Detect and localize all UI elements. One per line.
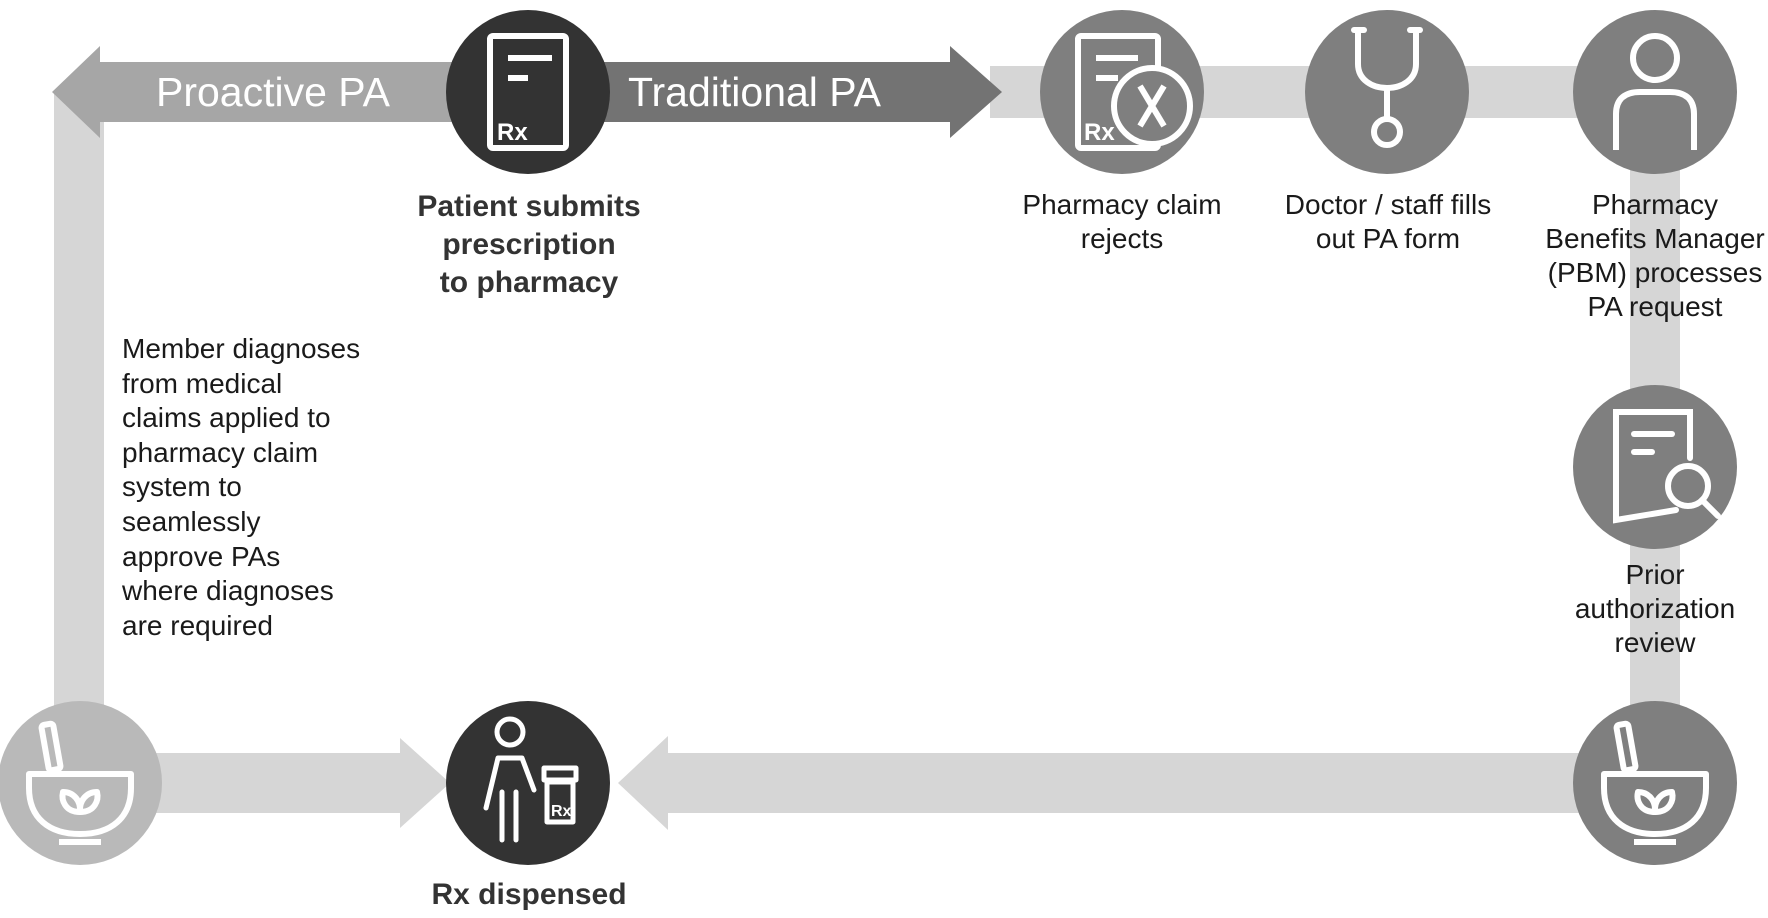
prescription-icon [487,33,569,151]
note-line: claims applied to [122,402,331,434]
rx-dispensed-node: Rx [446,701,610,865]
doctor-fills-label: Doctor / staff fills out PA form [1268,188,1508,256]
label-line: Prior [1625,559,1685,590]
label-line: to pharmacy [439,266,619,299]
label-line: Benefits Manager [1545,223,1765,254]
note-line: approve PAs [122,540,281,572]
rejected-rx-text: Rx [1084,119,1115,146]
mortar-pestle-icon [26,720,134,845]
pharmacy-left-node [0,701,162,865]
mortar-pestle-icon [1601,720,1709,845]
stethoscope-icon [1351,27,1423,148]
label-line: Pharmacy claim [1022,189,1222,220]
label-line: review [1614,627,1696,658]
pa-review-node [1573,385,1737,549]
label-line: (PBM) processes [1547,257,1763,288]
claim-rejects-node: Rx [1040,10,1204,174]
left-vertical-band [54,90,104,780]
label-line: authorization [1574,593,1736,624]
document-search-icon [1613,409,1721,524]
pbm-processes-node [1573,10,1737,174]
person-with-rx-bottle-icon [483,716,579,843]
proactive-pa-arrow [52,46,520,138]
bottom-return-arrow [618,736,1600,830]
pa-review-label: Prior authorization review [1540,558,1768,660]
label-line: Doctor / staff fills [1284,189,1492,220]
bottom-left-arrow [150,738,450,828]
label-line: prescription [442,228,616,261]
proactive-pa-label: Proactive PA [156,69,391,115]
label-line: rejects [1080,223,1164,254]
claim-rejects-label: Pharmacy claim rejects [1006,188,1238,256]
traditional-pa-arrow [520,46,1002,138]
label-line: PA request [1587,291,1723,322]
label-line: Pharmacy [1591,189,1719,220]
doctor-fills-node [1305,10,1469,174]
note-line: system to [122,471,242,503]
note-line: are required [122,609,273,641]
note-line: pharmacy claim [122,436,319,468]
rx-dispensed-label: Rx dispensed [408,876,650,914]
pharmacy-right-node [1573,701,1737,865]
prescription-rx-text: Rx [497,119,528,146]
rx-bottle-text: Rx [551,803,572,820]
patient-submits-node: Rx [446,10,610,174]
person-icon [1613,33,1697,150]
note-line: Member diagnoses [122,333,361,364]
label-line: Patient submits [417,190,641,223]
note-line: where diagnoses [122,575,334,607]
pbm-processes-label: Pharmacy Benefits Manager (PBM) processe… [1530,188,1768,324]
traditional-pa-label: Traditional PA [628,69,882,115]
note-line: seamlessly [122,505,261,537]
proactive-pa-note: Member diagnoses from medical claims app… [122,332,402,643]
patient-submits-label: Patient submits prescription to pharmacy [388,188,670,302]
rejected-prescription-icon [1075,33,1193,151]
note-line: from medical [122,367,283,399]
label-line: out PA form [1315,223,1461,254]
label-line: Rx dispensed [431,878,627,911]
